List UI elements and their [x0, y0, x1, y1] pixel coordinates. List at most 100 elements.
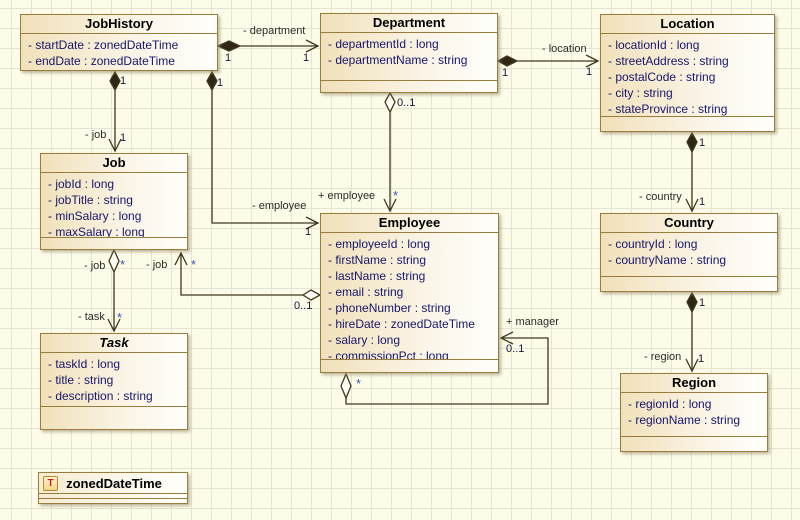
- operations-compartment: [321, 80, 497, 92]
- multiplicity-label[interactable]: 1: [586, 66, 593, 78]
- attribute-list: - employeeId : long - firstName : string -…: [321, 233, 498, 359]
- multiplicity-label[interactable]: 0..1: [506, 343, 525, 355]
- multiplicity-label[interactable]: 1: [698, 353, 705, 365]
- class-title: Task: [41, 334, 187, 353]
- role-label[interactable]: - location: [542, 43, 587, 55]
- attribute[interactable]: - description : string: [48, 389, 153, 403]
- role-label[interactable]: - region: [644, 351, 682, 363]
- attribute[interactable]: - city : string: [608, 86, 673, 100]
- multiplicity-label[interactable]: 0..1: [294, 300, 313, 312]
- attribute[interactable]: - lastName : string: [328, 269, 426, 283]
- multiplicity-label[interactable]: 1: [120, 75, 127, 87]
- attribute[interactable]: - countryId : long: [608, 237, 698, 251]
- role-label[interactable]: - job: [85, 129, 107, 141]
- attribute[interactable]: - maxSalary : long: [48, 225, 145, 237]
- datatype-zoneddatetime[interactable]: T zonedDateTime: [38, 472, 188, 504]
- operations-compartment: [601, 276, 777, 291]
- class-title: Region: [621, 374, 767, 393]
- attribute[interactable]: - hireDate : zonedDateTime: [328, 317, 475, 331]
- attribute-list: - locationId : long - streetAddress : str…: [601, 34, 774, 116]
- attribute[interactable]: - taskId : long: [48, 357, 121, 371]
- attribute[interactable]: - postalCode : string: [608, 70, 716, 84]
- role-label[interactable]: - employee: [252, 200, 307, 212]
- attribute-list: - startDate : zonedDateTime - endDate : z…: [21, 34, 217, 70]
- multiplicity-label[interactable]: 1: [502, 67, 509, 79]
- multiplicity-label[interactable]: *: [120, 257, 126, 272]
- class-department[interactable]: Department - departmentId : long - depart…: [320, 13, 498, 93]
- association-jobhistory-department[interactable]: [216, 39, 320, 53]
- multiplicity-label[interactable]: *: [393, 188, 399, 203]
- multiplicity-label[interactable]: 1: [217, 77, 224, 89]
- class-task[interactable]: Task - taskId : long - title : string - de…: [40, 333, 188, 430]
- attribute[interactable]: - employeeId : long: [328, 237, 431, 251]
- multiplicity-label[interactable]: 0..1: [397, 97, 416, 109]
- attribute[interactable]: - minSalary : long: [48, 209, 142, 223]
- multiplicity-label[interactable]: 1: [699, 297, 706, 309]
- multiplicity-label[interactable]: *: [117, 310, 123, 325]
- multiplicity-label[interactable]: 1: [699, 137, 706, 149]
- attribute[interactable]: - commissionPct : long: [328, 349, 449, 359]
- class-region[interactable]: Region - regionId : long - regionName : s…: [620, 373, 768, 452]
- multiplicity-label[interactable]: *: [356, 376, 362, 391]
- datatype-icon: T: [43, 475, 58, 491]
- association-department-location[interactable]: [496, 54, 600, 68]
- attribute[interactable]: - phoneNumber : string: [328, 301, 451, 315]
- multiplicity-label[interactable]: 1: [699, 196, 706, 208]
- attribute[interactable]: - jobId : long: [48, 177, 115, 191]
- association-jobhistory-employee[interactable]: [206, 70, 320, 230]
- association-job-task[interactable]: [107, 248, 121, 333]
- attribute[interactable]: - email : string: [328, 285, 404, 299]
- class-jobhistory[interactable]: JobHistory - startDate : zonedDateTime- …: [20, 14, 218, 71]
- class-country[interactable]: Country - countryId : long - countryName …: [600, 213, 778, 292]
- operations-compartment: [601, 116, 774, 131]
- association-country-region[interactable]: [685, 291, 699, 373]
- attribute[interactable]: - regionName : string: [628, 413, 741, 427]
- association-jobhistory-job[interactable]: [108, 70, 122, 153]
- datatype-title: zonedDateTime: [66, 475, 162, 491]
- attribute[interactable]: - firstName : string: [328, 253, 427, 267]
- class-employee[interactable]: Employee - employeeId : long - firstName …: [320, 213, 499, 373]
- class-title: Department: [321, 14, 497, 33]
- association-location-country[interactable]: [685, 131, 699, 213]
- association-employee-manager-self[interactable]: [340, 331, 549, 405]
- attribute[interactable]: - countryName : string: [608, 253, 727, 267]
- association-department-employee[interactable]: [383, 91, 397, 213]
- attribute[interactable]: - salary : long: [328, 333, 401, 347]
- attribute[interactable]: - stateProvince : string: [608, 102, 728, 116]
- class-title: Job: [41, 154, 187, 173]
- attribute[interactable]: - regionId : long: [628, 397, 712, 411]
- class-job[interactable]: Job - jobId : long - jobTitle : string - m…: [40, 153, 188, 250]
- attribute[interactable]: - departmentId : long: [328, 37, 439, 51]
- role-label[interactable]: - job: [146, 259, 168, 271]
- multiplicity-label[interactable]: 1: [225, 52, 232, 64]
- attribute[interactable]: - jobTitle : string: [48, 193, 133, 207]
- role-label[interactable]: - task: [78, 311, 105, 323]
- class-title: Location: [601, 15, 774, 34]
- attribute[interactable]: - title : string: [48, 373, 114, 387]
- association-employee-job[interactable]: [174, 251, 322, 301]
- datatype-compartment: [39, 498, 187, 503]
- attribute[interactable]: - startDate : zonedDateTime: [28, 38, 179, 52]
- role-label[interactable]: - department: [243, 25, 306, 37]
- class-title: Employee: [321, 214, 498, 233]
- role-label[interactable]: - job: [84, 260, 106, 272]
- role-label[interactable]: + employee: [318, 190, 376, 202]
- attribute-list: - countryId : long - countryName : string: [601, 233, 777, 276]
- multiplicity-label[interactable]: 1: [120, 132, 127, 144]
- operations-compartment: [41, 406, 187, 429]
- role-label[interactable]: + manager: [506, 316, 559, 328]
- attribute[interactable]: - endDate : zonedDateTime: [28, 54, 175, 68]
- attribute-list: - regionId : long - regionName : string: [621, 393, 767, 436]
- multiplicity-label[interactable]: 1: [305, 226, 312, 238]
- attribute[interactable]: - streetAddress : string: [608, 54, 729, 68]
- role-label[interactable]: - country: [639, 191, 682, 203]
- multiplicity-label[interactable]: *: [191, 257, 197, 272]
- attribute-list: - jobId : long - jobTitle : string - minSa…: [41, 173, 187, 237]
- class-location[interactable]: Location - locationId : long - streetAddr…: [600, 14, 775, 132]
- multiplicity-label[interactable]: 1: [303, 52, 310, 64]
- attribute[interactable]: - locationId : long: [608, 38, 700, 52]
- class-title: Country: [601, 214, 777, 233]
- attribute[interactable]: - departmentName : string: [328, 53, 468, 67]
